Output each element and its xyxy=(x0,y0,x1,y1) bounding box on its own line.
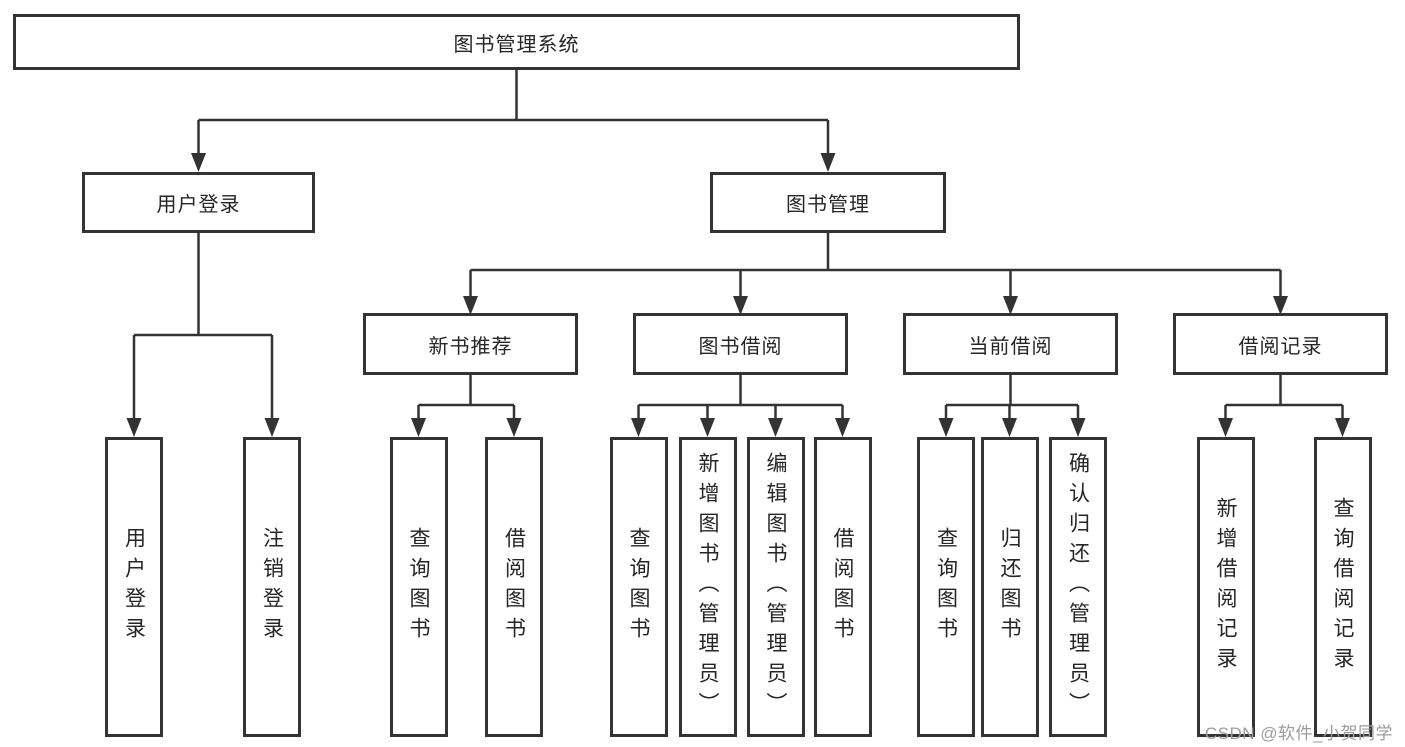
node-current-borrowing: 当前借阅 xyxy=(903,313,1118,375)
leaf-user-login-label: 用户登录 xyxy=(122,527,146,647)
leaf-logout-label: 注销登录 xyxy=(260,527,284,647)
leaf-confirm-return-admin: 确认归还（管理员） xyxy=(1049,437,1107,737)
leaf-query-book-current-label: 查询图书 xyxy=(934,527,958,647)
leaf-query-borrow-record: 查询借阅记录 xyxy=(1313,437,1372,737)
csdn-watermark: CSDN @软件_小贺同学 xyxy=(1204,724,1393,743)
leaf-query-book-borrowing-label: 查询图书 xyxy=(627,527,650,647)
node-current-borrowing-label: 当前借阅 xyxy=(968,335,1053,358)
leaf-query-book-borrowing: 查询图书 xyxy=(609,437,668,737)
leaf-edit-book-admin-label: 编辑图书（管理员） xyxy=(764,452,787,722)
leaf-query-borrow-record-label: 查询借阅记录 xyxy=(1331,497,1354,677)
leaf-add-book-admin-label: 新增图书（管理员） xyxy=(696,452,719,722)
node-user-login: 用户登录 xyxy=(82,172,315,233)
leaf-borrow-book-recommend-label: 借阅图书 xyxy=(502,527,526,647)
leaf-confirm-return-admin-label: 确认归还（管理员） xyxy=(1066,452,1090,722)
leaf-borrow-book-recommend: 借阅图书 xyxy=(485,437,543,737)
leaf-query-book-recommend-label: 查询图书 xyxy=(407,527,430,647)
node-borrowing-records-label: 借阅记录 xyxy=(1238,335,1323,358)
leaf-logout: 注销登录 xyxy=(243,437,301,737)
node-root: 图书管理系统 xyxy=(13,14,1020,70)
leaf-add-book-admin: 新增图书（管理员） xyxy=(678,437,737,737)
node-user-login-label: 用户登录 xyxy=(156,194,241,216)
leaf-add-borrow-record-label: 新增借阅记录 xyxy=(1214,497,1237,677)
node-root-label: 图书管理系统 xyxy=(453,33,580,56)
leaf-add-borrow-record: 新增借阅记录 xyxy=(1196,437,1255,737)
node-new-book-recommend: 新书推荐 xyxy=(363,313,578,375)
leaf-return-book-label: 归还图书 xyxy=(998,527,1021,647)
node-book-borrowing-label: 图书借阅 xyxy=(698,335,783,358)
leaf-query-book-recommend: 查询图书 xyxy=(389,437,448,737)
node-book-management: 图书管理 xyxy=(710,172,946,233)
leaf-borrow-book-label: 借阅图书 xyxy=(831,527,854,647)
leaf-return-book: 归还图书 xyxy=(980,437,1039,737)
edge-paths xyxy=(132,70,1344,423)
leaf-edit-book-admin: 编辑图书（管理员） xyxy=(746,437,805,737)
arrowheads xyxy=(126,153,1350,437)
node-book-management-label: 图书管理 xyxy=(786,194,870,216)
leaf-query-book-current: 查询图书 xyxy=(917,437,975,737)
node-book-borrowing: 图书借阅 xyxy=(633,313,848,375)
node-new-book-recommend-label: 新书推荐 xyxy=(428,335,513,358)
leaf-borrow-book: 借阅图书 xyxy=(813,437,872,737)
node-borrowing-records: 借阅记录 xyxy=(1173,313,1388,375)
leaf-user-login: 用户登录 xyxy=(105,437,163,737)
